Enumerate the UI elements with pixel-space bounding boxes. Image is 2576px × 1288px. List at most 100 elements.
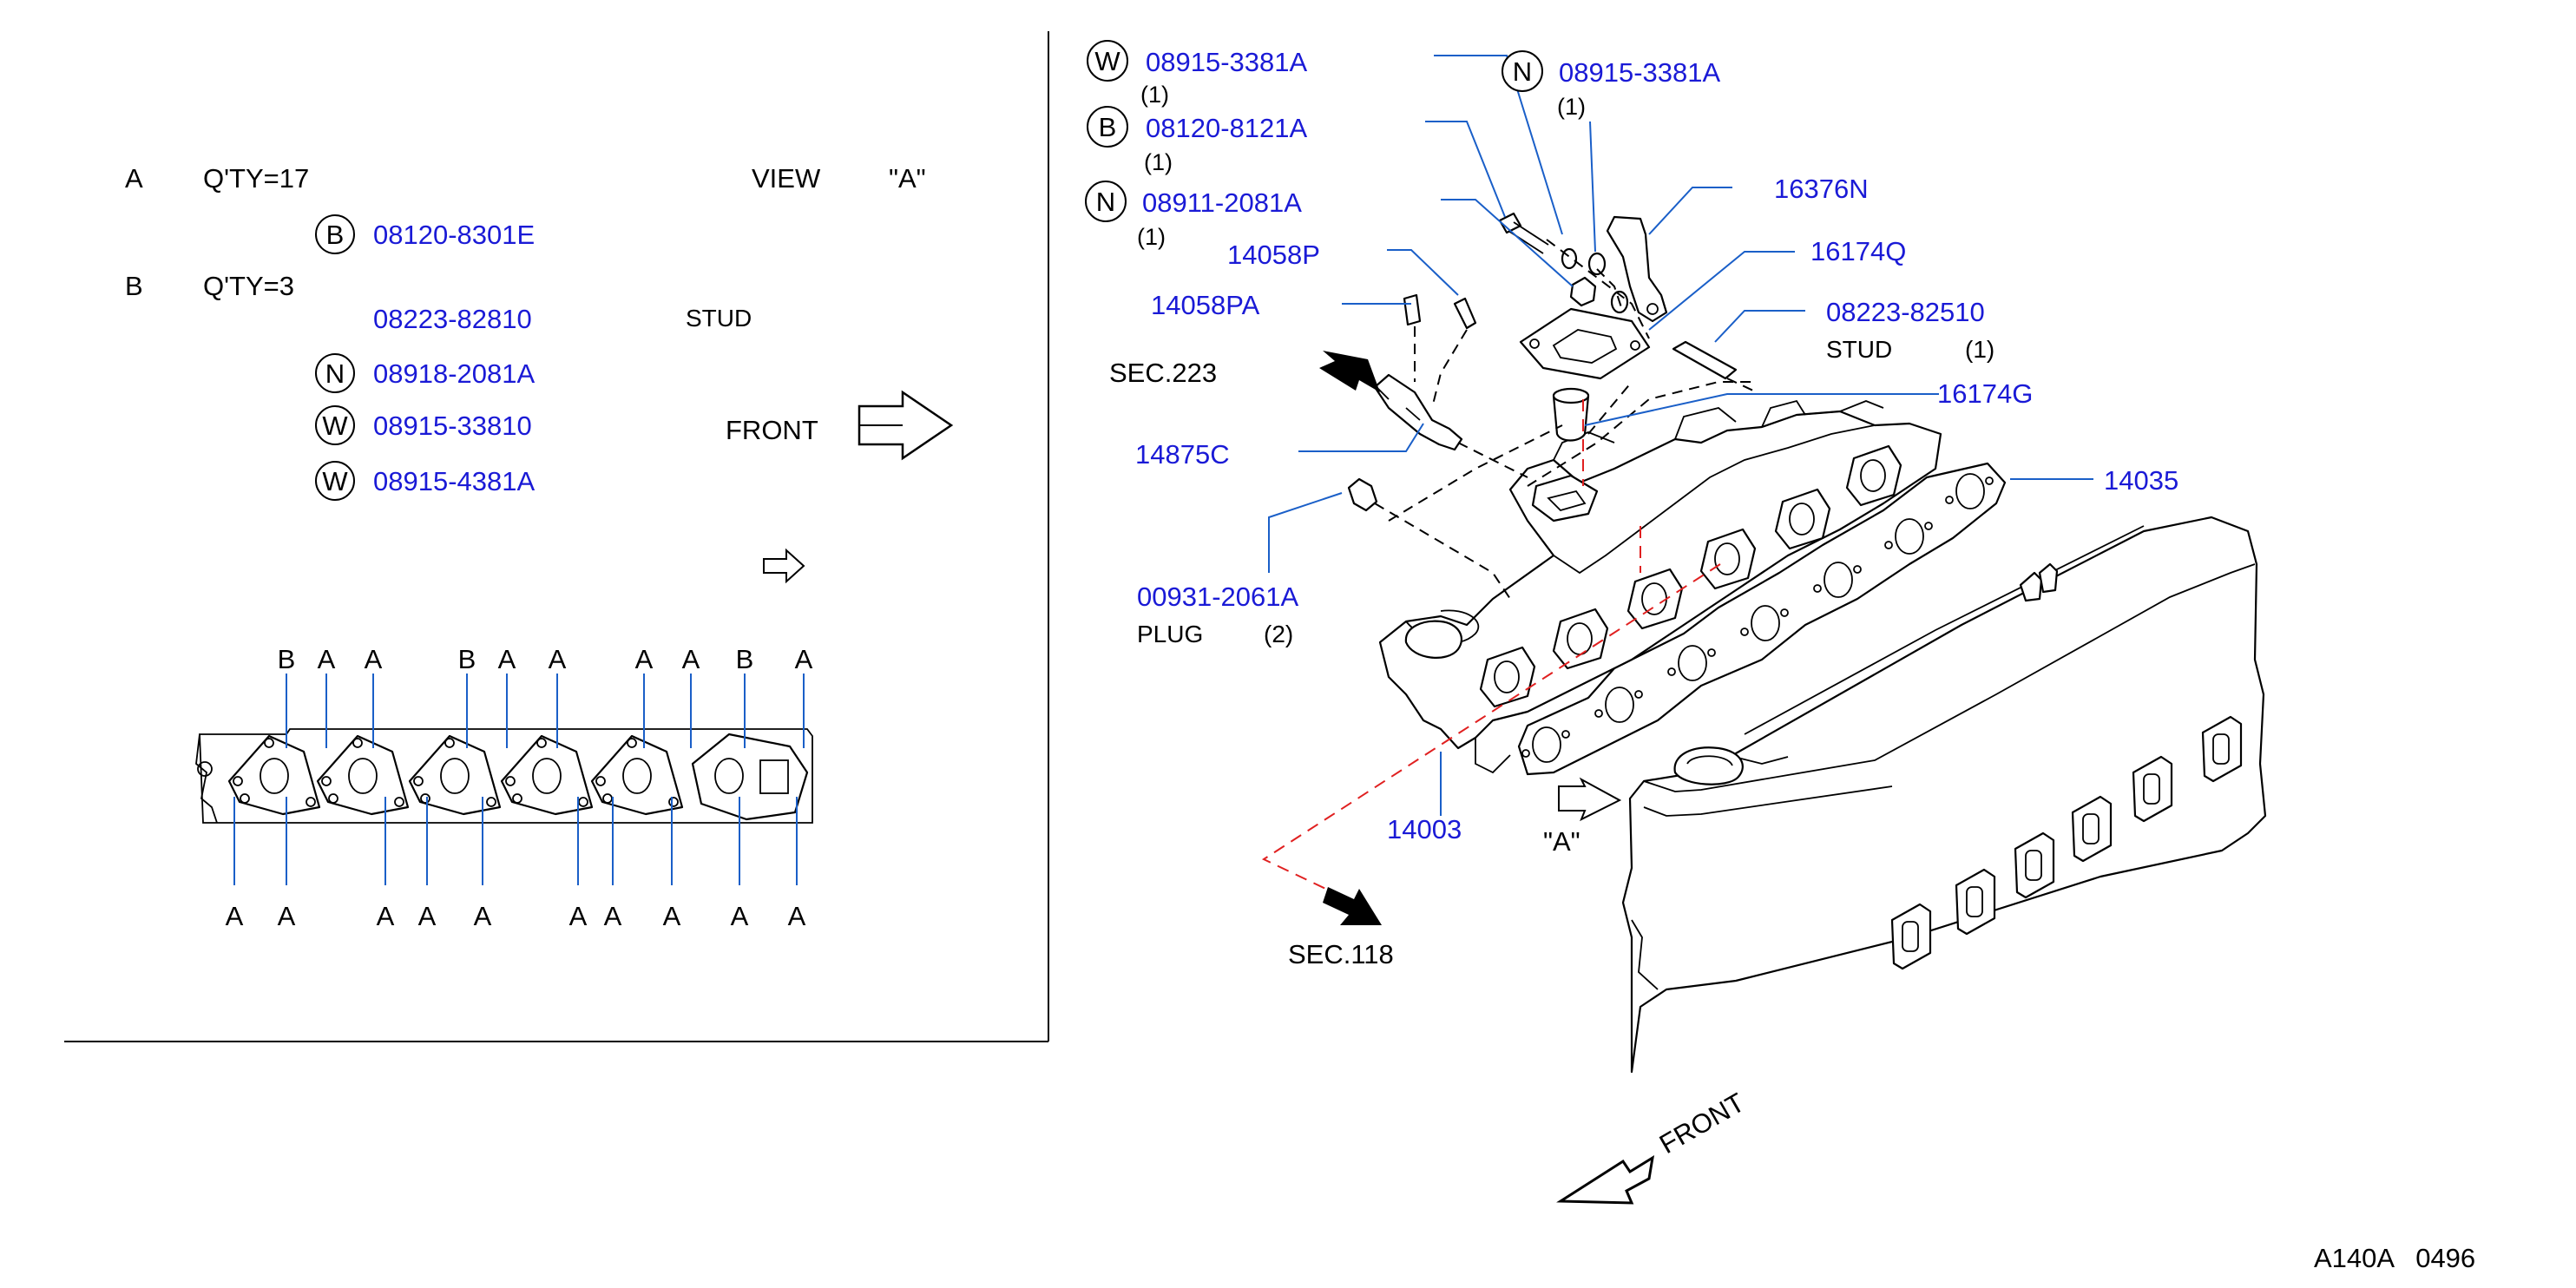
callout-labels: W 08915-3381A (1) B 08120-8121A (1) N 08…: [1085, 40, 2178, 1160]
callout-plug-label: PLUG: [1137, 621, 1203, 647]
legend-part-washer-2[interactable]: 08915-4381A: [373, 466, 535, 496]
gasket-flange: [227, 734, 321, 816]
engine-port-opening: [2143, 773, 2160, 805]
badge-n: N: [1096, 187, 1115, 217]
bolt-hole: [233, 776, 243, 786]
small-arrow-icon: [763, 548, 805, 584]
bolt-hole: [321, 776, 332, 786]
engine-port-opening: [2082, 813, 2100, 844]
view-label: VIEW: [752, 163, 821, 194]
bolt-hole: [420, 793, 430, 804]
assembly-lines: [1261, 239, 1754, 895]
footer-code: A140A 0496: [2314, 1243, 2475, 1273]
legend-part-nut[interactable]: 08918-2081A: [373, 358, 535, 389]
gasket-top-letter: A: [682, 644, 700, 674]
sec118-arrow-icon: [1323, 887, 1382, 925]
exploded-view: [1261, 212, 2267, 1205]
bolt-hole: [264, 738, 274, 748]
gasket-port: [1955, 473, 1985, 509]
legend-stud-note: STUD: [686, 305, 752, 332]
callout-16174q[interactable]: 16174Q: [1810, 236, 1906, 266]
bolt-hole: [306, 797, 316, 807]
callout-qty: (1): [1140, 82, 1169, 108]
callout-stud-label: STUD: [1826, 336, 1892, 363]
bolt-hole: [1740, 628, 1749, 636]
bolt-hole: [1924, 522, 1933, 530]
gasket-top-letter: A: [635, 644, 654, 674]
callout-16174g[interactable]: 16174G: [1937, 378, 2033, 409]
bolt-hole: [1594, 709, 1603, 718]
bolt-hole: [1985, 476, 1994, 485]
callout-plug-qty: (2): [1264, 621, 1293, 647]
bolt-hole: [1813, 584, 1822, 593]
callout-14058p[interactable]: 14058P: [1227, 240, 1320, 270]
callout-14058pa[interactable]: 14058PA: [1151, 290, 1260, 320]
exhaust-gasket-strip: [1517, 462, 2007, 776]
callout-sec223[interactable]: SEC.223: [1109, 358, 1217, 388]
bolt-hole: [413, 776, 424, 786]
gasket-flange: [500, 734, 594, 816]
callout-14003[interactable]: 14003: [1387, 814, 1462, 844]
gasket-bottom-letter: A: [418, 901, 437, 931]
bolt-hole: [512, 793, 522, 804]
gasket-top-letter: B: [736, 644, 754, 674]
callout-washer-top[interactable]: 08915-3381A: [1146, 47, 1307, 77]
engine-port: [2201, 715, 2243, 783]
gasket-bottom-letter: A: [569, 901, 588, 931]
bolt-hole: [240, 793, 250, 804]
legend-qty-b: Q'TY=3: [203, 271, 294, 301]
callout-bolt[interactable]: 08120-8121A: [1146, 113, 1307, 143]
bolt-hole: [1561, 730, 1570, 739]
callout-sec118[interactable]: SEC.118: [1288, 939, 1394, 969]
view-name: "A": [889, 163, 926, 194]
callout-view-a: "A": [1543, 826, 1580, 857]
engine-port-opening: [2212, 733, 2230, 765]
gasket-port: [440, 758, 470, 794]
legend-part-stud[interactable]: 08223-82810: [373, 304, 532, 334]
gasket-top-letter: B: [458, 644, 476, 674]
callout-plug-part[interactable]: 00931-2061A: [1137, 582, 1298, 612]
legend-part-washer[interactable]: 08915-33810: [373, 411, 532, 441]
badge-circle: [1502, 50, 1543, 92]
bolt-hole: [505, 776, 516, 786]
badge-n: N: [325, 358, 345, 389]
badge-circle: [315, 353, 355, 393]
front-arrow-icon: [858, 390, 954, 461]
gasket-port: [714, 758, 744, 794]
bolt-hole: [1667, 667, 1676, 676]
gasket-bottom-letter: A: [226, 901, 244, 931]
view-a-arrow-icon: [1558, 777, 1622, 822]
manifold-flange: [1774, 488, 1831, 550]
callout-nut-top[interactable]: 08915-3381A: [1559, 57, 1720, 88]
callout-front: FRONT: [1654, 1087, 1750, 1160]
hardware: [1347, 212, 1738, 512]
legend-part-a[interactable]: 08120-8301E: [373, 220, 535, 250]
gasket-top-letter: B: [278, 644, 296, 674]
callout-14875c[interactable]: 14875C: [1135, 439, 1230, 470]
engine-port-opening: [2025, 850, 2042, 881]
gasket-flange: [408, 734, 502, 816]
callout-stud-part[interactable]: 08223-82510: [1826, 297, 1985, 327]
gasket-bottom-letter: A: [278, 901, 296, 931]
callout-14035[interactable]: 14035: [2104, 465, 2178, 496]
bolt-hole: [1884, 541, 1893, 549]
badge-circle: [1087, 40, 1128, 82]
engine-port-opening: [1966, 886, 1983, 917]
badge-n: N: [1513, 56, 1532, 87]
engine-port-opening: [1902, 921, 1919, 952]
callout-16376n[interactable]: 16376N: [1774, 174, 1869, 204]
bolt-hole: [1780, 608, 1789, 617]
engine-port: [1890, 903, 1932, 970]
callout-qty: (1): [1144, 149, 1173, 175]
gasket-top-letter: A: [318, 644, 336, 674]
callout-nut-mid[interactable]: 08911-2081A: [1142, 187, 1302, 218]
gasket-port: [1824, 562, 1853, 598]
manifold-flange: [1699, 528, 1757, 590]
bolt-hole: [668, 797, 679, 807]
engine-port: [2132, 755, 2173, 823]
manifold-flange: [1479, 646, 1536, 708]
engine-port: [1955, 868, 1996, 936]
manifold-port: [1860, 459, 1886, 492]
gasket-port: [1678, 645, 1707, 681]
